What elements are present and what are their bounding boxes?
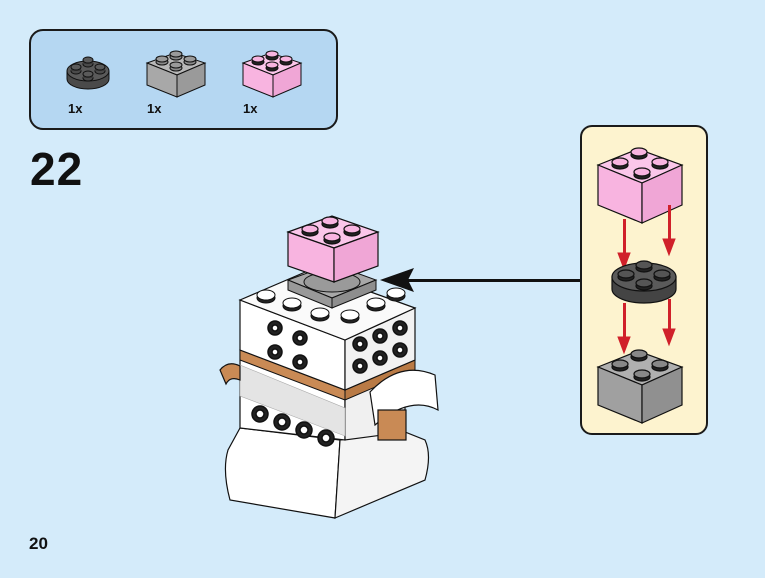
model-lace	[239, 364, 346, 437]
callout-gray-brick	[596, 349, 684, 424]
callout-arrows-bottom	[617, 299, 676, 355]
step-number: 22	[30, 143, 84, 195]
round-plate-icon	[66, 56, 110, 90]
part-quantity: 1x	[68, 101, 83, 116]
callout-round-plate	[611, 260, 677, 304]
model-pink-brick	[286, 215, 380, 283]
model-top-studs	[256, 287, 406, 324]
part-quantity: 1x	[147, 101, 162, 116]
sub-assembly-callout	[580, 125, 708, 435]
callout-pointer-line	[408, 279, 582, 282]
part-brick-light-gray	[143, 43, 209, 101]
parts-list-box: 1x 1x 1x	[29, 29, 338, 130]
callout-pink-brick	[596, 147, 684, 224]
model-arm	[219, 363, 439, 441]
brick-2x2-icon	[145, 50, 207, 98]
part-brick-pink	[239, 43, 305, 101]
brick-2x2-icon	[241, 50, 303, 98]
main-model-illustration	[200, 200, 460, 525]
page-number: 20	[29, 534, 48, 553]
pointer-arrowhead-icon	[380, 268, 414, 292]
part-quantity: 1x	[243, 101, 258, 116]
model-front-studs	[251, 405, 335, 447]
model-skirt	[224, 427, 430, 519]
model-side-studs	[267, 320, 408, 374]
callout-arrows-top	[617, 205, 676, 271]
part-round-plate-dark-gray	[63, 49, 113, 94]
